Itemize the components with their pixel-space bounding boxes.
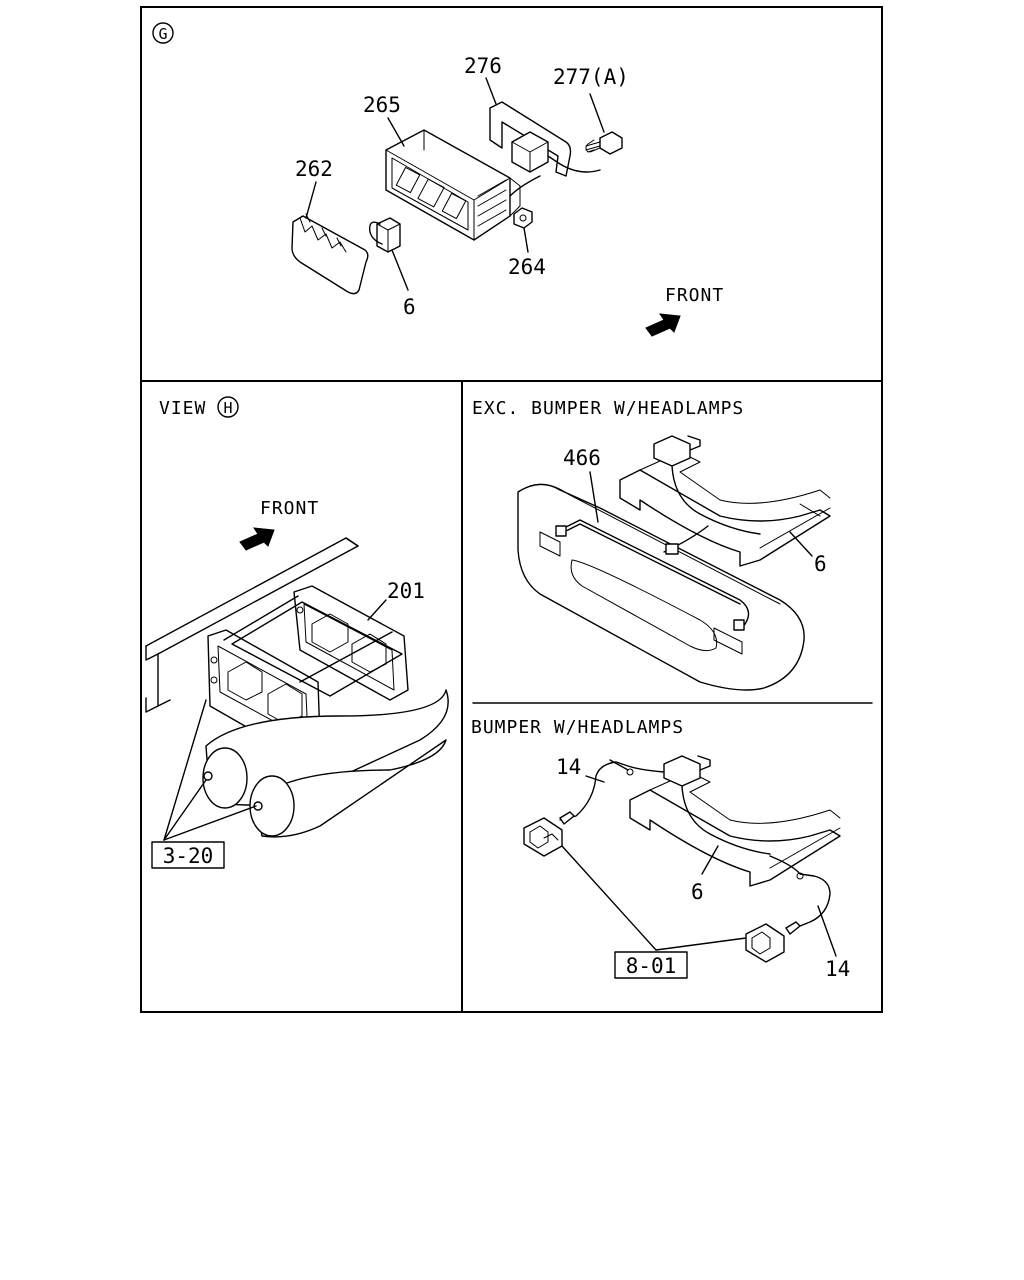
panel-g: G	[152, 22, 724, 337]
view-h-caption: VIEW	[159, 398, 206, 419]
panel-h-leaders	[163, 599, 387, 841]
part-277-bolt	[585, 93, 623, 155]
label-6-bumper: 6	[691, 880, 704, 904]
part-14-right-harness	[745, 855, 831, 963]
part-262-cover-plate	[291, 213, 369, 295]
label-6: 6	[403, 295, 416, 319]
part-6-clip	[369, 217, 401, 253]
front-label-panel-g: FRONT	[665, 285, 724, 306]
label-6-exc: 6	[814, 552, 827, 576]
ref-label-3-20: 3-20	[163, 844, 214, 868]
part-264-nut	[513, 207, 533, 253]
view-marker-h: H	[217, 396, 239, 418]
ref-box-8-01: 8-01	[614, 951, 688, 979]
diagram-frame	[140, 6, 883, 1013]
label-466: 466	[563, 446, 601, 470]
panel-bumper-leaders	[561, 775, 837, 957]
label-264: 264	[508, 255, 546, 279]
label-276: 276	[464, 54, 502, 78]
connector-exc	[653, 435, 761, 535]
bumper-title: BUMPER W/HEADLAMPS	[471, 717, 684, 738]
frame-member-exc	[619, 451, 831, 567]
ref-label-8-01: 8-01	[626, 954, 677, 978]
air-tanks	[202, 689, 449, 838]
panel-exc-bumper: EXC. BUMPER W/HEADLAMPS	[472, 398, 831, 691]
part-276-bracket	[489, 101, 601, 197]
ref-box-3-20: 3-20	[151, 841, 225, 869]
front-arrow-panel-h	[239, 527, 275, 551]
panel-view-h: VIEW H FRONT	[145, 396, 449, 869]
part-466-harness	[555, 519, 750, 631]
part-14-left-harness	[523, 759, 665, 857]
front-arrow-panel-g	[645, 313, 681, 337]
part-265-housing	[385, 129, 521, 241]
label-277a: 277(A)	[553, 65, 629, 89]
panel-g-leaders	[305, 77, 497, 291]
view-marker-g: G	[152, 22, 174, 44]
panel-bumper: BUMPER W/HEADLAMPS	[471, 717, 850, 981]
frame-rail	[145, 537, 359, 713]
bumper-exc	[517, 483, 805, 691]
connector-bumper	[663, 755, 771, 855]
label-262: 262	[295, 157, 333, 181]
label-201: 201	[387, 579, 425, 603]
label-14-bottom: 14	[825, 957, 850, 981]
label-265: 265	[363, 93, 401, 117]
front-label-panel-h: FRONT	[260, 498, 319, 519]
frame-member-bumper	[629, 771, 841, 887]
label-14-top: 14	[556, 755, 581, 779]
marker-g-letter: G	[158, 25, 167, 43]
exc-bumper-title: EXC. BUMPER W/HEADLAMPS	[472, 398, 744, 419]
panel-exc-leaders	[589, 471, 813, 557]
marker-h-letter: H	[223, 399, 232, 417]
